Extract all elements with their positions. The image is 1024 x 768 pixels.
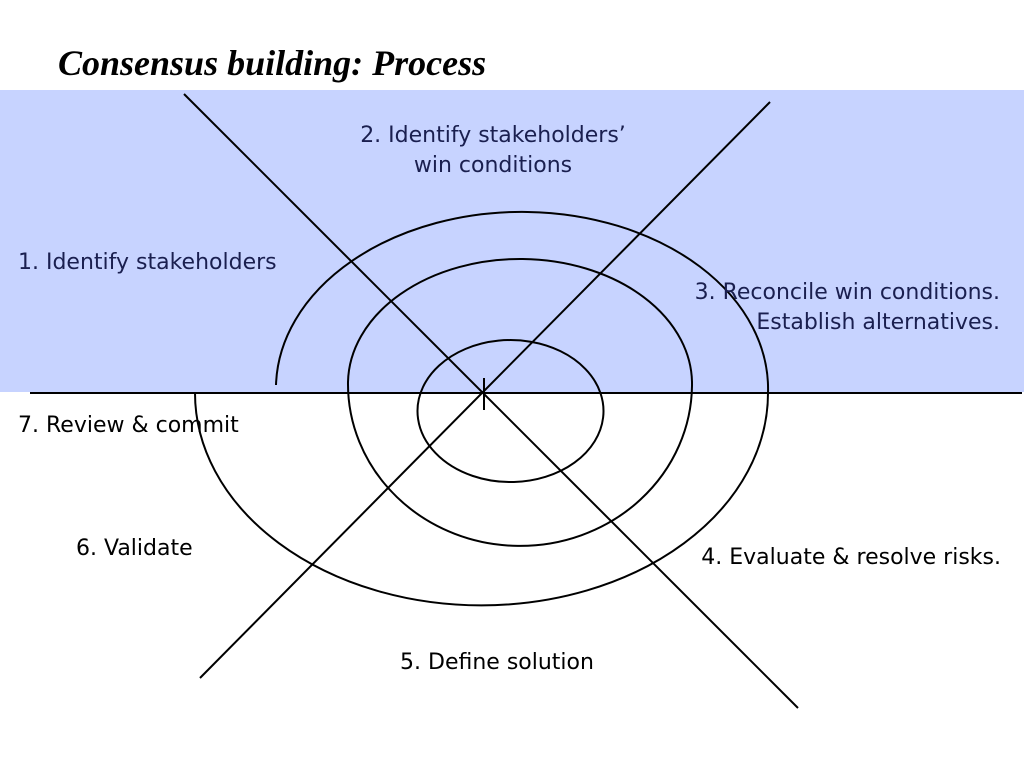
step-2-label: 2. Identify stakeholders’ win conditions (360, 123, 626, 178)
step-4-label: 4. Evaluate & resolve risks. (701, 545, 1001, 570)
step-6-label: 6. Validate (76, 536, 193, 561)
step-7-label: 7. Review & commit (18, 413, 239, 438)
step-3-label: 3. Reconcile win conditions. Establish a… (694, 280, 1000, 335)
slide-title: Consensus building: Process (58, 43, 487, 83)
spiral-ring-outer (194, 211, 770, 607)
top-highlight-band (0, 90, 1024, 392)
step-1-label: 1. Identify stakeholders (18, 250, 277, 275)
step-5-label: 5. Define solution (400, 650, 594, 675)
spiral-ring-middle (346, 258, 694, 547)
diagonal-axis-nw-se (183, 93, 799, 709)
spiral-ring-inner (416, 339, 605, 484)
